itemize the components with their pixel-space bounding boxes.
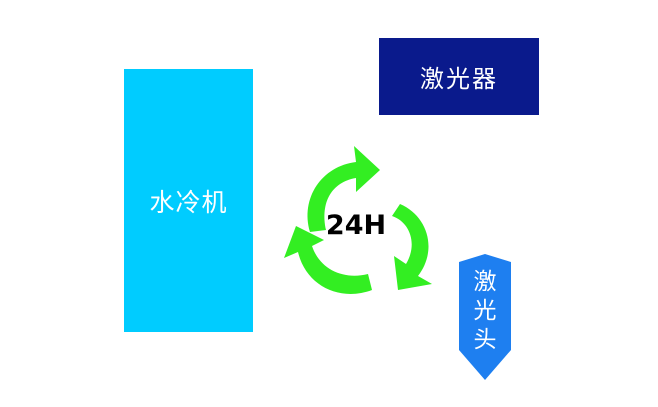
cycle-arrow-right bbox=[392, 204, 432, 290]
laser-head-body bbox=[459, 254, 511, 380]
water-chiller-box: 水冷机 bbox=[124, 69, 253, 332]
laser-head-shape bbox=[459, 254, 511, 380]
laser-label: 激光器 bbox=[420, 65, 498, 93]
water-chiller-label: 水冷机 bbox=[149, 187, 228, 217]
laser-box: 激光器 bbox=[379, 38, 539, 115]
cycle-arrow-top bbox=[307, 146, 380, 232]
cycle-arrows-icon bbox=[284, 146, 432, 294]
cycle-arrow-bottom bbox=[284, 226, 372, 294]
laser-head-label: 激 光 头 bbox=[473, 269, 497, 353]
cycle-label: 24H bbox=[325, 210, 387, 241]
